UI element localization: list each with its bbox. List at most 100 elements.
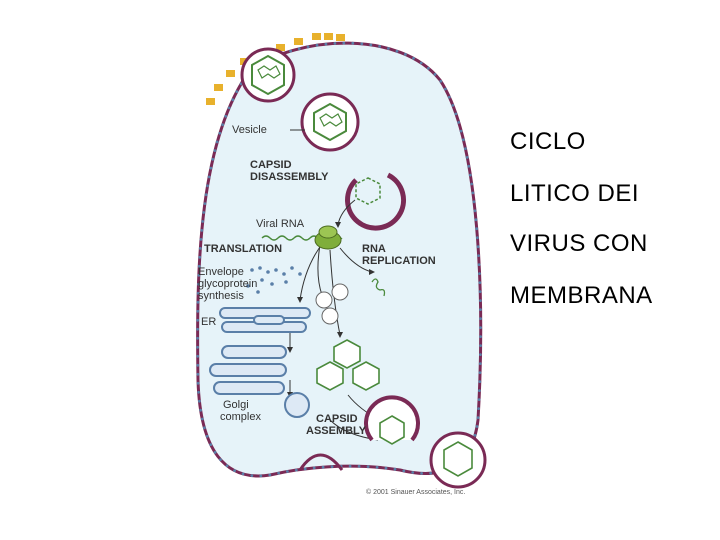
membrane-dot	[250, 474, 254, 477]
label-rna-replication-1: RNA	[362, 243, 386, 255]
membrane-dot	[221, 123, 225, 127]
budding-virion	[364, 395, 420, 445]
membrane-dot	[196, 345, 200, 349]
entering-virion	[240, 47, 296, 103]
membrane-dot	[342, 41, 346, 45]
membrane-dot	[478, 272, 481, 275]
vesicle-with-virion	[300, 92, 360, 152]
membrane-dot	[457, 121, 461, 124]
membrane-dot	[198, 399, 201, 403]
disassembly-vesicle	[345, 172, 407, 231]
membrane-dot	[213, 149, 217, 153]
membrane-dot	[454, 112, 458, 116]
membrane-dot	[366, 465, 370, 469]
membrane-dot	[227, 106, 231, 110]
membrane-dot	[333, 42, 337, 45]
membrane-dot	[205, 434, 209, 438]
membrane-dot	[357, 464, 361, 468]
membrane-dot	[277, 471, 280, 475]
membrane-dot	[395, 49, 399, 53]
membrane-dot	[201, 220, 205, 223]
membrane-dot	[475, 425, 479, 428]
membrane-dot	[215, 140, 219, 144]
membrane-dot	[444, 87, 447, 91]
label-capsid-disassembly-1: CAPSID	[250, 159, 292, 171]
label-envelope-1: Envelope	[198, 266, 244, 278]
membrane-dot	[203, 202, 207, 206]
membrane-dot	[472, 200, 476, 204]
membrane-dot	[224, 114, 228, 118]
membrane-dot	[479, 326, 482, 329]
membrane-dot	[479, 335, 482, 338]
title-line-3: VIRUS CON	[510, 230, 648, 257]
membrane-dot	[439, 79, 443, 83]
membrane-dot	[213, 451, 217, 454]
membrane-dot	[475, 227, 479, 231]
membrane-dot	[478, 380, 482, 383]
membrane-dot	[268, 473, 272, 477]
membrane-dot	[197, 282, 200, 286]
membrane-dot	[206, 184, 209, 188]
membrane-dot	[196, 354, 200, 358]
membrane-dot	[369, 43, 373, 47]
golgi-vesicle	[284, 392, 310, 418]
membrane-dot	[303, 467, 307, 471]
membrane-dot	[202, 211, 206, 214]
membrane-dot	[235, 90, 239, 93]
membrane-dot	[477, 263, 481, 266]
membrane-dot	[384, 466, 388, 470]
membrane-dot	[473, 209, 477, 213]
membrane-dot	[294, 468, 298, 472]
membrane-dot	[241, 472, 245, 476]
budding-membrane	[298, 453, 344, 471]
membrane-dot	[196, 336, 200, 340]
assembled-capsids	[316, 339, 380, 391]
released-virion	[429, 431, 487, 489]
membrane-dot	[297, 47, 301, 51]
membrane-dot	[427, 66, 430, 70]
membrane-dot	[420, 472, 423, 475]
label-envelope-3: synthesis	[198, 290, 244, 302]
membrane-dot	[196, 363, 200, 367]
membrane-dot	[286, 470, 289, 473]
golgi-complex	[209, 345, 287, 395]
copyright-note: © 2001 Sinauer Associates, Inc.	[366, 488, 465, 496]
endoplasmic-reticulum	[219, 307, 311, 333]
membrane-dot	[478, 362, 482, 365]
membrane-dot	[478, 389, 481, 392]
membrane-dot	[467, 164, 471, 168]
membrane-dot	[219, 458, 222, 461]
membrane-dot	[259, 474, 263, 478]
membrane-dot	[231, 98, 235, 102]
membrane-dot	[477, 407, 480, 410]
membrane-dot	[387, 47, 390, 50]
membrane-dot	[476, 245, 480, 249]
label-golgi-2: complex	[220, 411, 261, 423]
membrane-dot	[198, 255, 202, 259]
membrane-dot	[360, 42, 364, 46]
membrane-dot	[478, 290, 482, 293]
membrane-dot	[476, 236, 479, 240]
title-line-1: CICLO	[510, 128, 586, 155]
membrane-dot	[207, 175, 211, 179]
membrane-dot	[468, 173, 472, 177]
membrane-dot	[471, 191, 475, 195]
membrane-dot	[200, 417, 204, 421]
membrane-dot	[209, 443, 213, 446]
membrane-dot	[200, 229, 204, 232]
membrane-dot	[479, 299, 482, 302]
title-line-2: LITICO DEI	[510, 180, 640, 207]
title-line-4: MEMBRANA	[510, 282, 653, 309]
label-golgi-1: Golgi	[223, 399, 249, 411]
new-capsids	[315, 283, 349, 325]
membrane-dot	[324, 42, 328, 46]
membrane-dot	[470, 182, 474, 186]
label-er: ER	[201, 316, 216, 328]
membrane-dot	[351, 41, 355, 45]
membrane-dot	[211, 157, 215, 161]
membrane-dot	[451, 104, 455, 107]
label-envelope-2: glycoprotein	[198, 278, 257, 290]
membrane-dot	[196, 381, 200, 385]
membrane-dot	[433, 73, 437, 76]
